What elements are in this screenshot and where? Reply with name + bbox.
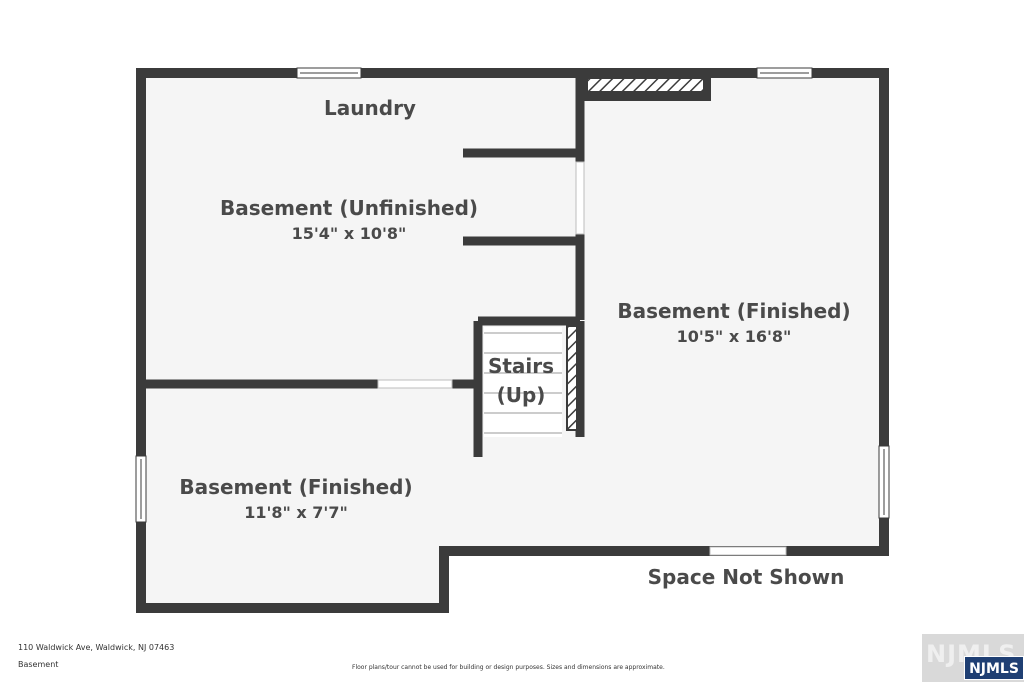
room-label-basement-finished-west: Basement (Finished) [179,475,413,499]
chimney-hatch [588,79,703,91]
room-label-stairs: Stairs [487,354,555,378]
stairs-railing [566,325,578,431]
room-dims-basement-unfinished: 15'4" x 10'8" [291,224,407,243]
footer-address: 110 Waldwick Ave, Waldwick, NJ 07463 [18,643,175,652]
room-label-basement-finished-east: Basement (Finished) [617,299,851,323]
footer-disclaimer: Floor plans/tour cannot be used for buil… [352,664,665,671]
room-label-stairs-direction: (Up) [496,383,546,407]
label-space-not-shown: Space Not Shown [647,565,845,589]
room-dims-basement-finished-east: 10'5" x 16'8" [676,327,792,346]
room-dims-basement-finished-west: 11'8" x 7'7" [244,503,348,522]
footer-level: Basement [18,660,59,669]
opening-bottom [709,546,787,556]
room-label-basement-unfinished: Basement (Unfinished) [219,196,479,220]
openings [377,161,787,556]
room-label-laundry: Laundry [324,96,416,120]
opening-mid [377,379,453,389]
opening-center [575,161,585,235]
windows [135,67,890,523]
stairs-treads [484,327,562,437]
njmls-logo: NJMLS NJMLS [922,634,1024,682]
logo-badge: NJMLS [964,656,1024,680]
